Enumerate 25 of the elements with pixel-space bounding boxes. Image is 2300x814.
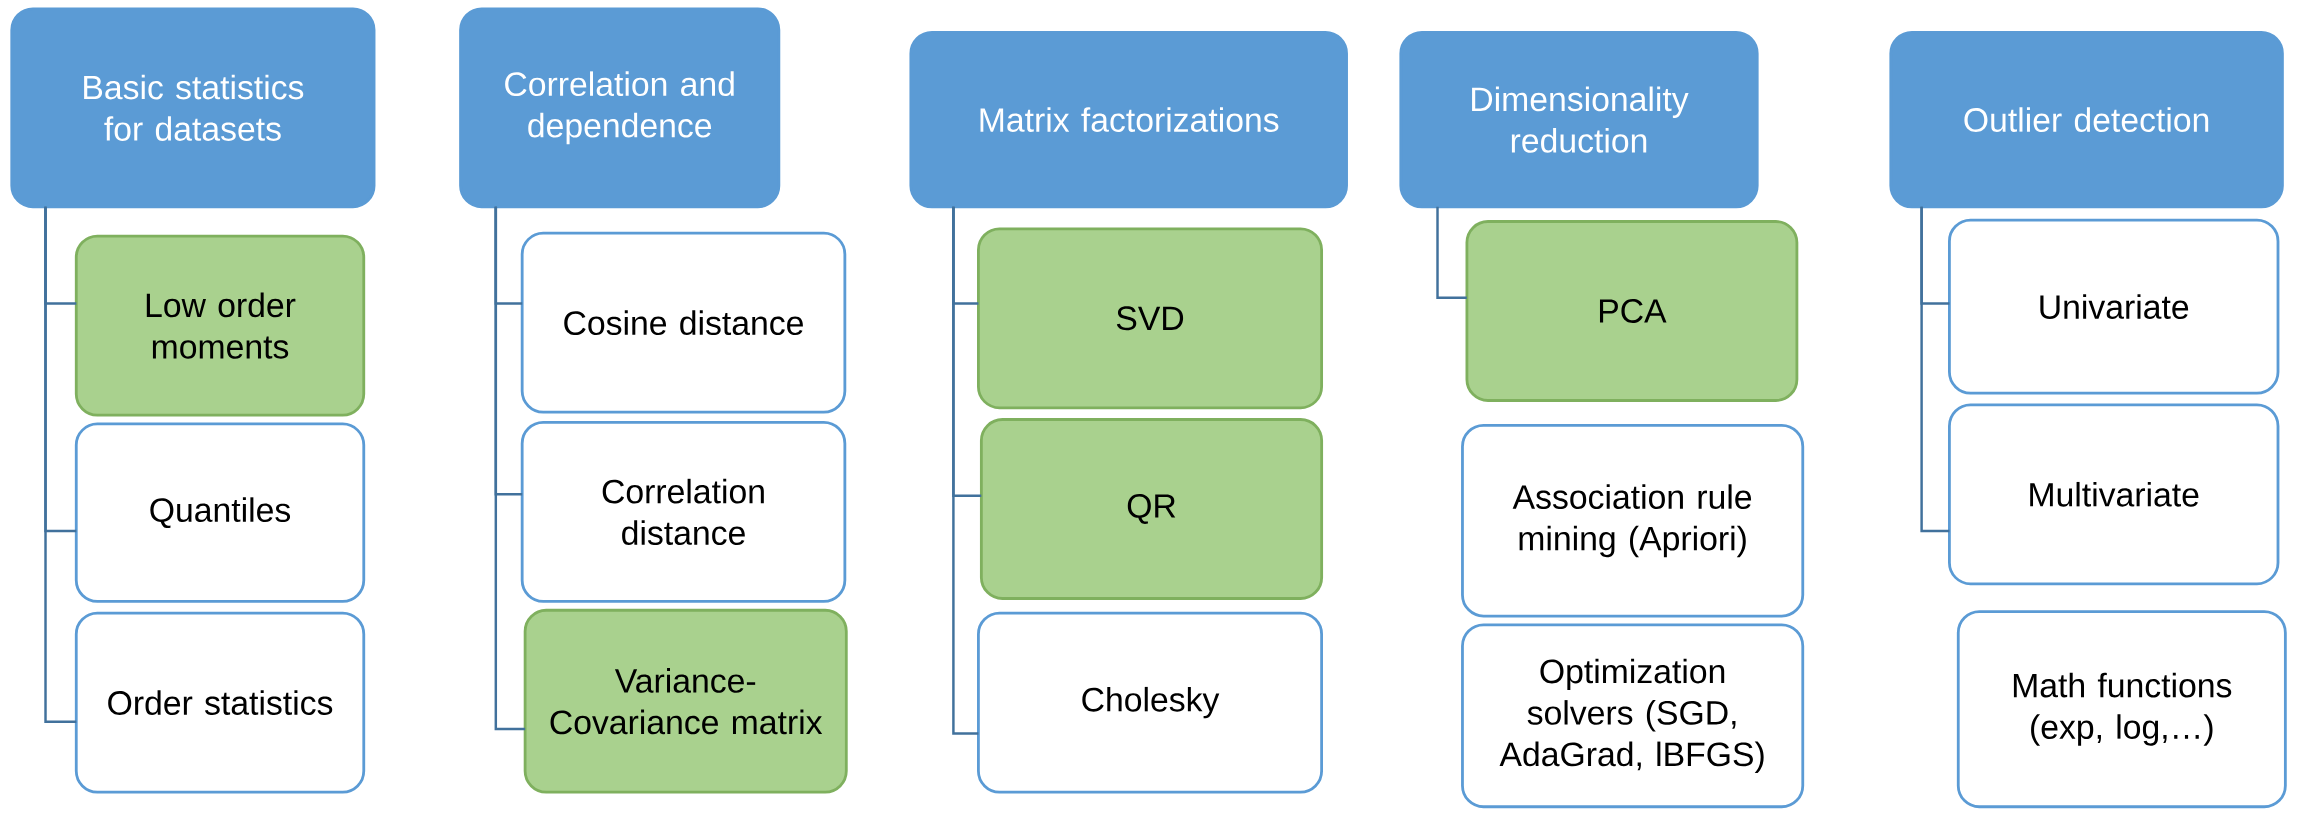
item-box: Correlation distance [520,420,847,603]
item-box: Association rule mining (Apriori) [1461,423,1805,618]
highlighted-box: SVD [977,227,1324,410]
connector-line [952,206,979,735]
item-box: Optimization solvers (SGD, AdaGrad, lBFGS) [1461,623,1805,809]
header-box: Basic statistics for datasets [10,7,376,209]
header-box: Outlier detection [1889,30,2284,209]
connector-line [44,206,77,723]
header-box: Dimensionality reduction [1399,30,1759,209]
highlighted-box: Variance-Covariance matrix [523,608,848,794]
item-box: Multivariate [1948,403,2280,586]
item-box: Math functions (exp, log,…) [1956,610,2287,809]
header-box: Matrix factorizations [909,30,1348,209]
item-box: Cosine distance [520,231,847,414]
highlighted-box: Low order moments [74,234,366,417]
connector-line [1436,206,1467,299]
item-box: Quantiles [74,422,366,603]
highlighted-box: PCA [1465,220,1799,402]
highlighted-box: QR [979,418,1324,600]
connector-line [1920,206,1950,533]
item-box: Univariate [1948,218,2280,395]
connector-line [494,206,526,731]
item-box: Cholesky [977,611,1324,794]
header-box: Correlation and dependence [459,7,781,209]
item-box: Order statistics [74,611,366,794]
